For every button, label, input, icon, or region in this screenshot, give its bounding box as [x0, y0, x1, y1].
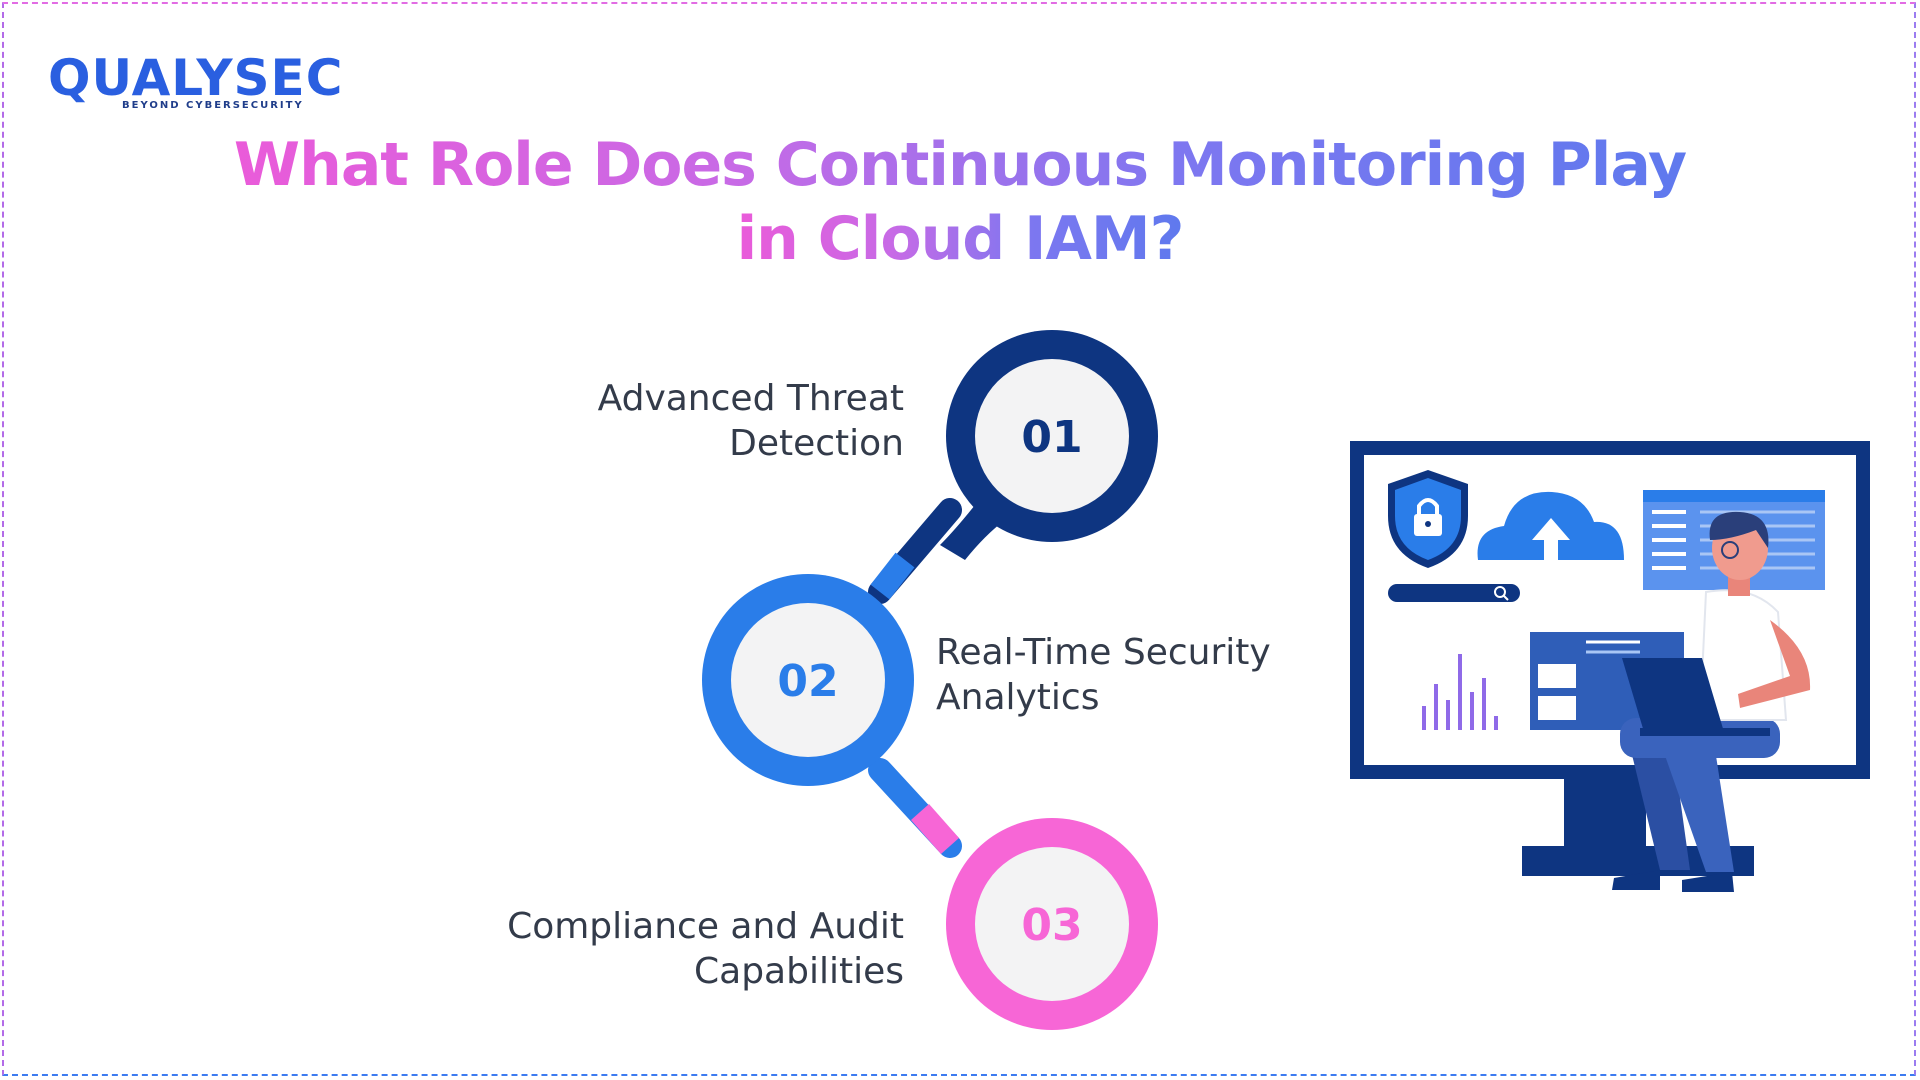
step-3-label-line-1: Compliance and Audit	[507, 906, 904, 947]
step-3-inner	[975, 847, 1129, 1001]
connector-2-3-lower	[911, 804, 959, 854]
step-2-inner	[731, 603, 885, 757]
connector-1-2-lower	[870, 552, 915, 600]
step-2-label-line-1: Real-Time Security	[936, 632, 1271, 673]
page-title: What Role Does Continuous Monitoring Pla…	[160, 128, 1760, 276]
title-line-2: in Cloud IAM?	[736, 204, 1185, 274]
logo-tagline: BEYOND CYBERSECURITY	[122, 100, 304, 111]
step-3-number: 03	[1021, 900, 1082, 951]
bar-chart-icon	[1422, 654, 1498, 730]
step-2-label-line-2: Analytics	[936, 677, 1100, 718]
step-1-node: 01	[940, 330, 1158, 560]
step-1-inner	[975, 359, 1129, 513]
step-1-label-line-2: Detection	[729, 423, 904, 464]
step-1-number: 01	[1021, 412, 1082, 463]
step-2-label: Real-Time Security Analytics	[936, 630, 1456, 720]
search-bar-icon	[1388, 584, 1520, 602]
shield-lock-icon	[1388, 470, 1468, 568]
logo-wordmark: QUALYSEC	[48, 49, 344, 107]
monitor-illustration	[1350, 441, 1870, 892]
step-3-node: 03	[946, 818, 1158, 1030]
step-1-label: Advanced Threat Detection	[384, 376, 904, 466]
person-laptop-icon	[1612, 511, 1811, 892]
title-line-1: What Role Does Continuous Monitoring Pla…	[233, 130, 1687, 200]
step-1-tail	[940, 505, 1005, 560]
qualysec-logo: QUALYSEC BEYOND CYBERSECURITY	[48, 52, 342, 114]
step-3-label: Compliance and Audit Capabilities	[384, 904, 904, 994]
step-3-label-line-2: Capabilities	[694, 951, 904, 992]
step-2-number: 02	[777, 656, 838, 707]
step-2-node: 02	[702, 574, 914, 786]
cloud-upload-icon	[1477, 491, 1624, 560]
monitor-stand-neck	[1564, 774, 1646, 850]
step-1-label-line-1: Advanced Threat	[597, 378, 904, 419]
